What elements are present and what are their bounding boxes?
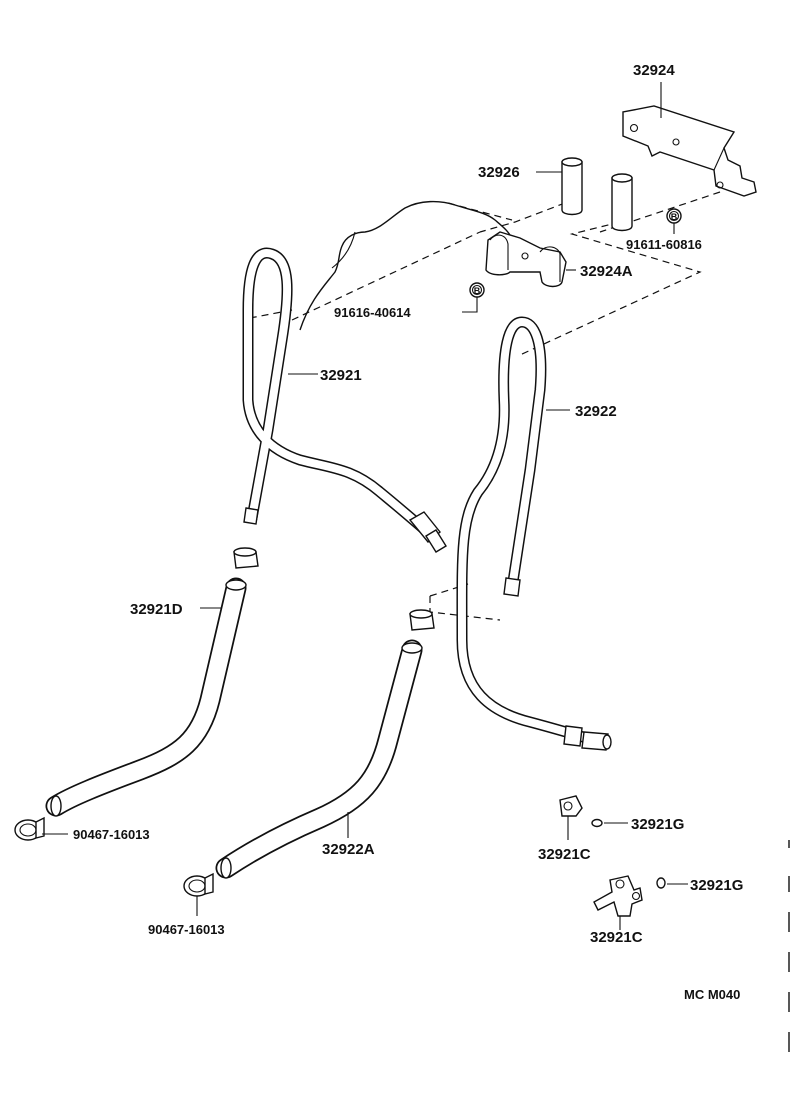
- union-32921C-a: [559, 795, 583, 840]
- label-90467-16013-a: 90467-16013: [73, 827, 150, 842]
- label-32926: 32926: [478, 164, 520, 181]
- clamp-32924A: [485, 231, 576, 288]
- svg-text:B: B: [474, 286, 481, 296]
- oil-cooler-tube-32921: [242, 247, 447, 553]
- label-32924: 32924: [633, 62, 675, 79]
- hose-32921D: [45, 577, 247, 817]
- label-32922: 32922: [575, 403, 617, 420]
- bolt-marker-91616: B: [462, 282, 485, 313]
- label-32921G-b: 32921G: [690, 877, 743, 894]
- union-32921C-b: [593, 875, 643, 930]
- part-labels: 32924 32926 91611-60816 32924A 91616-406…: [73, 62, 743, 1002]
- label-32921D: 32921D: [130, 601, 183, 618]
- hose-clamp-90467-a: [14, 816, 68, 841]
- transmission-case-outline: [299, 200, 513, 331]
- sleeve-32926-a: [536, 157, 583, 216]
- label-32921: 32921: [320, 367, 362, 384]
- bolt-marker-91611: B: [666, 208, 682, 234]
- label-90467-16013-b: 90467-16013: [148, 922, 225, 937]
- hose-32922A: [215, 639, 423, 879]
- label-32921G-a: 32921G: [631, 816, 684, 833]
- clip-32921-lower: [233, 547, 259, 569]
- hose-clamp-90467-b: [183, 872, 214, 916]
- reference-code: MC M040: [684, 987, 740, 1002]
- label-32924A: 32924A: [580, 263, 633, 280]
- oil-cooler-tube-32922: [456, 316, 612, 751]
- sleeve-32926-b: [611, 173, 633, 232]
- gasket-32921G-a: [591, 818, 628, 828]
- label-91616-40614: 91616-40614: [334, 305, 411, 320]
- alignment-dashed-lines: [249, 191, 721, 621]
- gasket-32921G-b: [656, 877, 688, 889]
- svg-text:B: B: [671, 212, 678, 222]
- label-32922A: 32922A: [322, 841, 375, 858]
- clip-32922-lower: [409, 609, 435, 631]
- bracket-32924: [622, 82, 757, 197]
- label-91611-60816: 91611-60816: [626, 237, 702, 252]
- label-32921C-b: 32921C: [590, 929, 643, 946]
- label-32921C-a: 32921C: [538, 846, 591, 863]
